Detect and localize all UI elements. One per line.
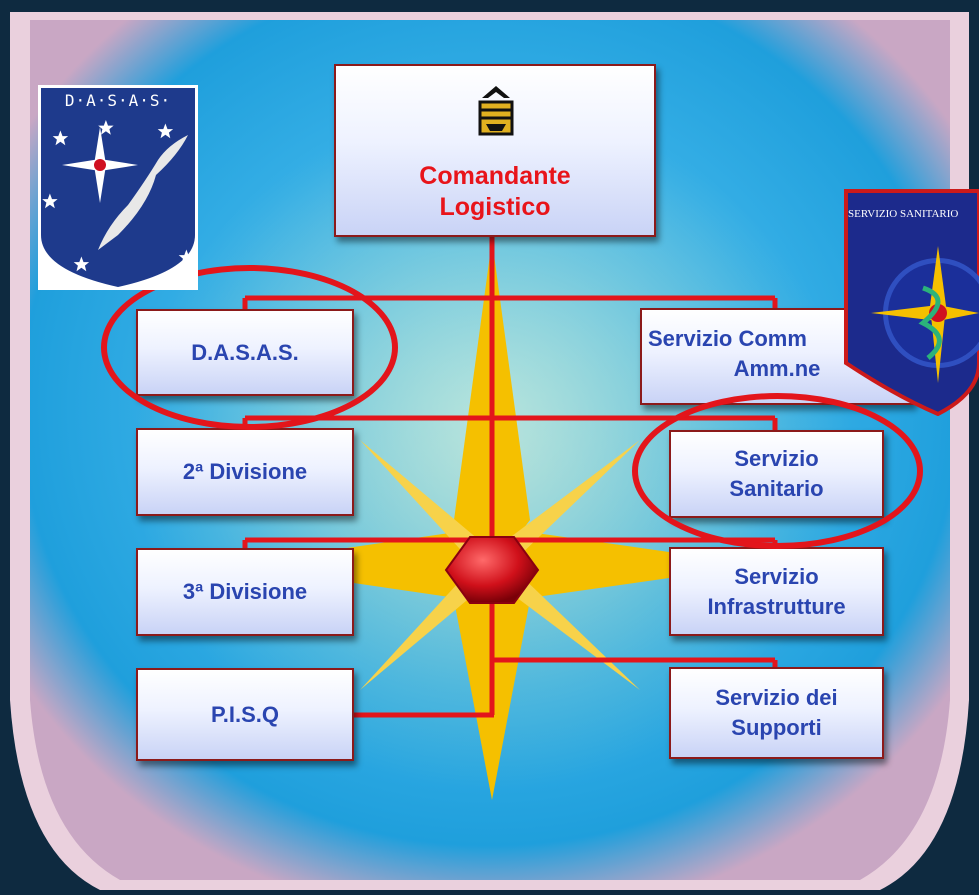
box-label-line2: Infrastrutture	[707, 593, 846, 619]
box-label-line2: Supporti	[731, 715, 822, 740]
box-2a-divisione: 2ª Divisione	[136, 428, 354, 516]
box-label: 2ª Divisione	[182, 459, 308, 484]
sanitario-logo-text: SERVIZIO SANITARIO	[848, 208, 959, 220]
box-label: P.I.S.Q	[210, 701, 280, 727]
highlight-ring-sanitario	[632, 393, 923, 549]
dasas-emblem-logo: D·A·S·A·S·	[38, 85, 198, 290]
commander-box: Comandante Logistico	[334, 64, 656, 237]
box-label: 3ª Divisione	[182, 579, 308, 604]
general-rank-insignia-icon	[478, 86, 514, 136]
box-3a-divisione: 3ª Divisione	[136, 548, 354, 636]
box-servizio-supporti: Servizio dei Supporti	[669, 667, 884, 759]
compass-star-icon	[230, 240, 760, 800]
commander-title-line2: Logistico	[439, 193, 551, 221]
box-label-line1: Servizio	[734, 563, 819, 589]
ruby-gem-icon	[444, 536, 540, 604]
commander-title-line1: Comandante	[419, 162, 571, 190]
servizio-sanitario-emblem-logo: SERVIZIO SANITARIO	[843, 188, 979, 417]
dasas-logo-text: D·A·S·A·S·	[64, 91, 172, 110]
box-label-line2: Amm.ne	[733, 356, 821, 381]
box-label-line1: Servizio Comm	[648, 326, 807, 351]
highlight-ring-dasas	[101, 265, 398, 430]
box-servizio-infrastrutture: Servizio Infrastrutture	[669, 547, 884, 636]
box-label-line1: Servizio dei	[715, 685, 838, 710]
box-pisq: P.I.S.Q	[136, 668, 354, 761]
